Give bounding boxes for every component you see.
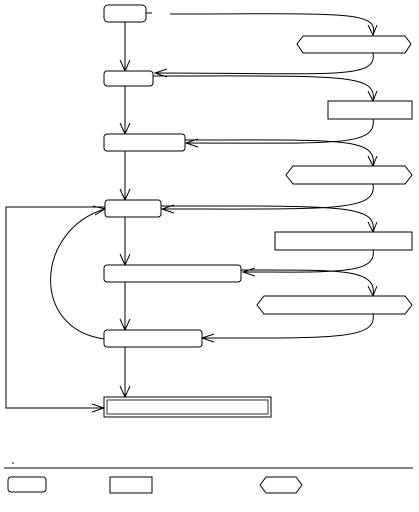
edge-d1-n2-arrowhead [153,68,168,78]
node-n4 [104,199,162,218]
edge-d5-n6 [201,313,374,339]
legend-rect [109,476,153,494]
edge-n1-d1 [169,13,375,36]
legend-hexagon [259,476,303,494]
node-n5 [103,264,242,283]
edge-d3-n4-arrowhead [160,204,175,214]
edge-n4-d4 [160,205,374,233]
edge-d4-n5-arrowhead [241,267,256,277]
node-d5 [256,295,413,315]
node-n6 [103,329,203,348]
edge-n6-n4-loop [50,208,106,340]
node-n7 [103,396,272,418]
node-d3 [285,165,413,185]
edge-d1-n2 [154,52,374,75]
edge-n1-d1-arrowhead [367,24,378,37]
edge-d2-n3-arrowhead [184,138,199,148]
edge-d2-n3 [185,118,374,144]
edge-d4-n5 [242,249,374,273]
node-n3 [103,133,186,152]
legend-rounded [7,476,47,493]
edge-n4-n7-bypass [5,206,105,409]
node-d1 [296,35,412,54]
legend-dot [12,462,14,464]
node-n1 [103,4,147,23]
node-d2 [327,100,413,120]
edge-d3-n4 [161,183,374,210]
node-n2 [103,70,154,87]
edge-n3-d3 [184,139,374,167]
edge-n5-d5 [240,269,374,297]
edge-n2-d2 [152,75,374,102]
node-d4 [274,231,413,251]
